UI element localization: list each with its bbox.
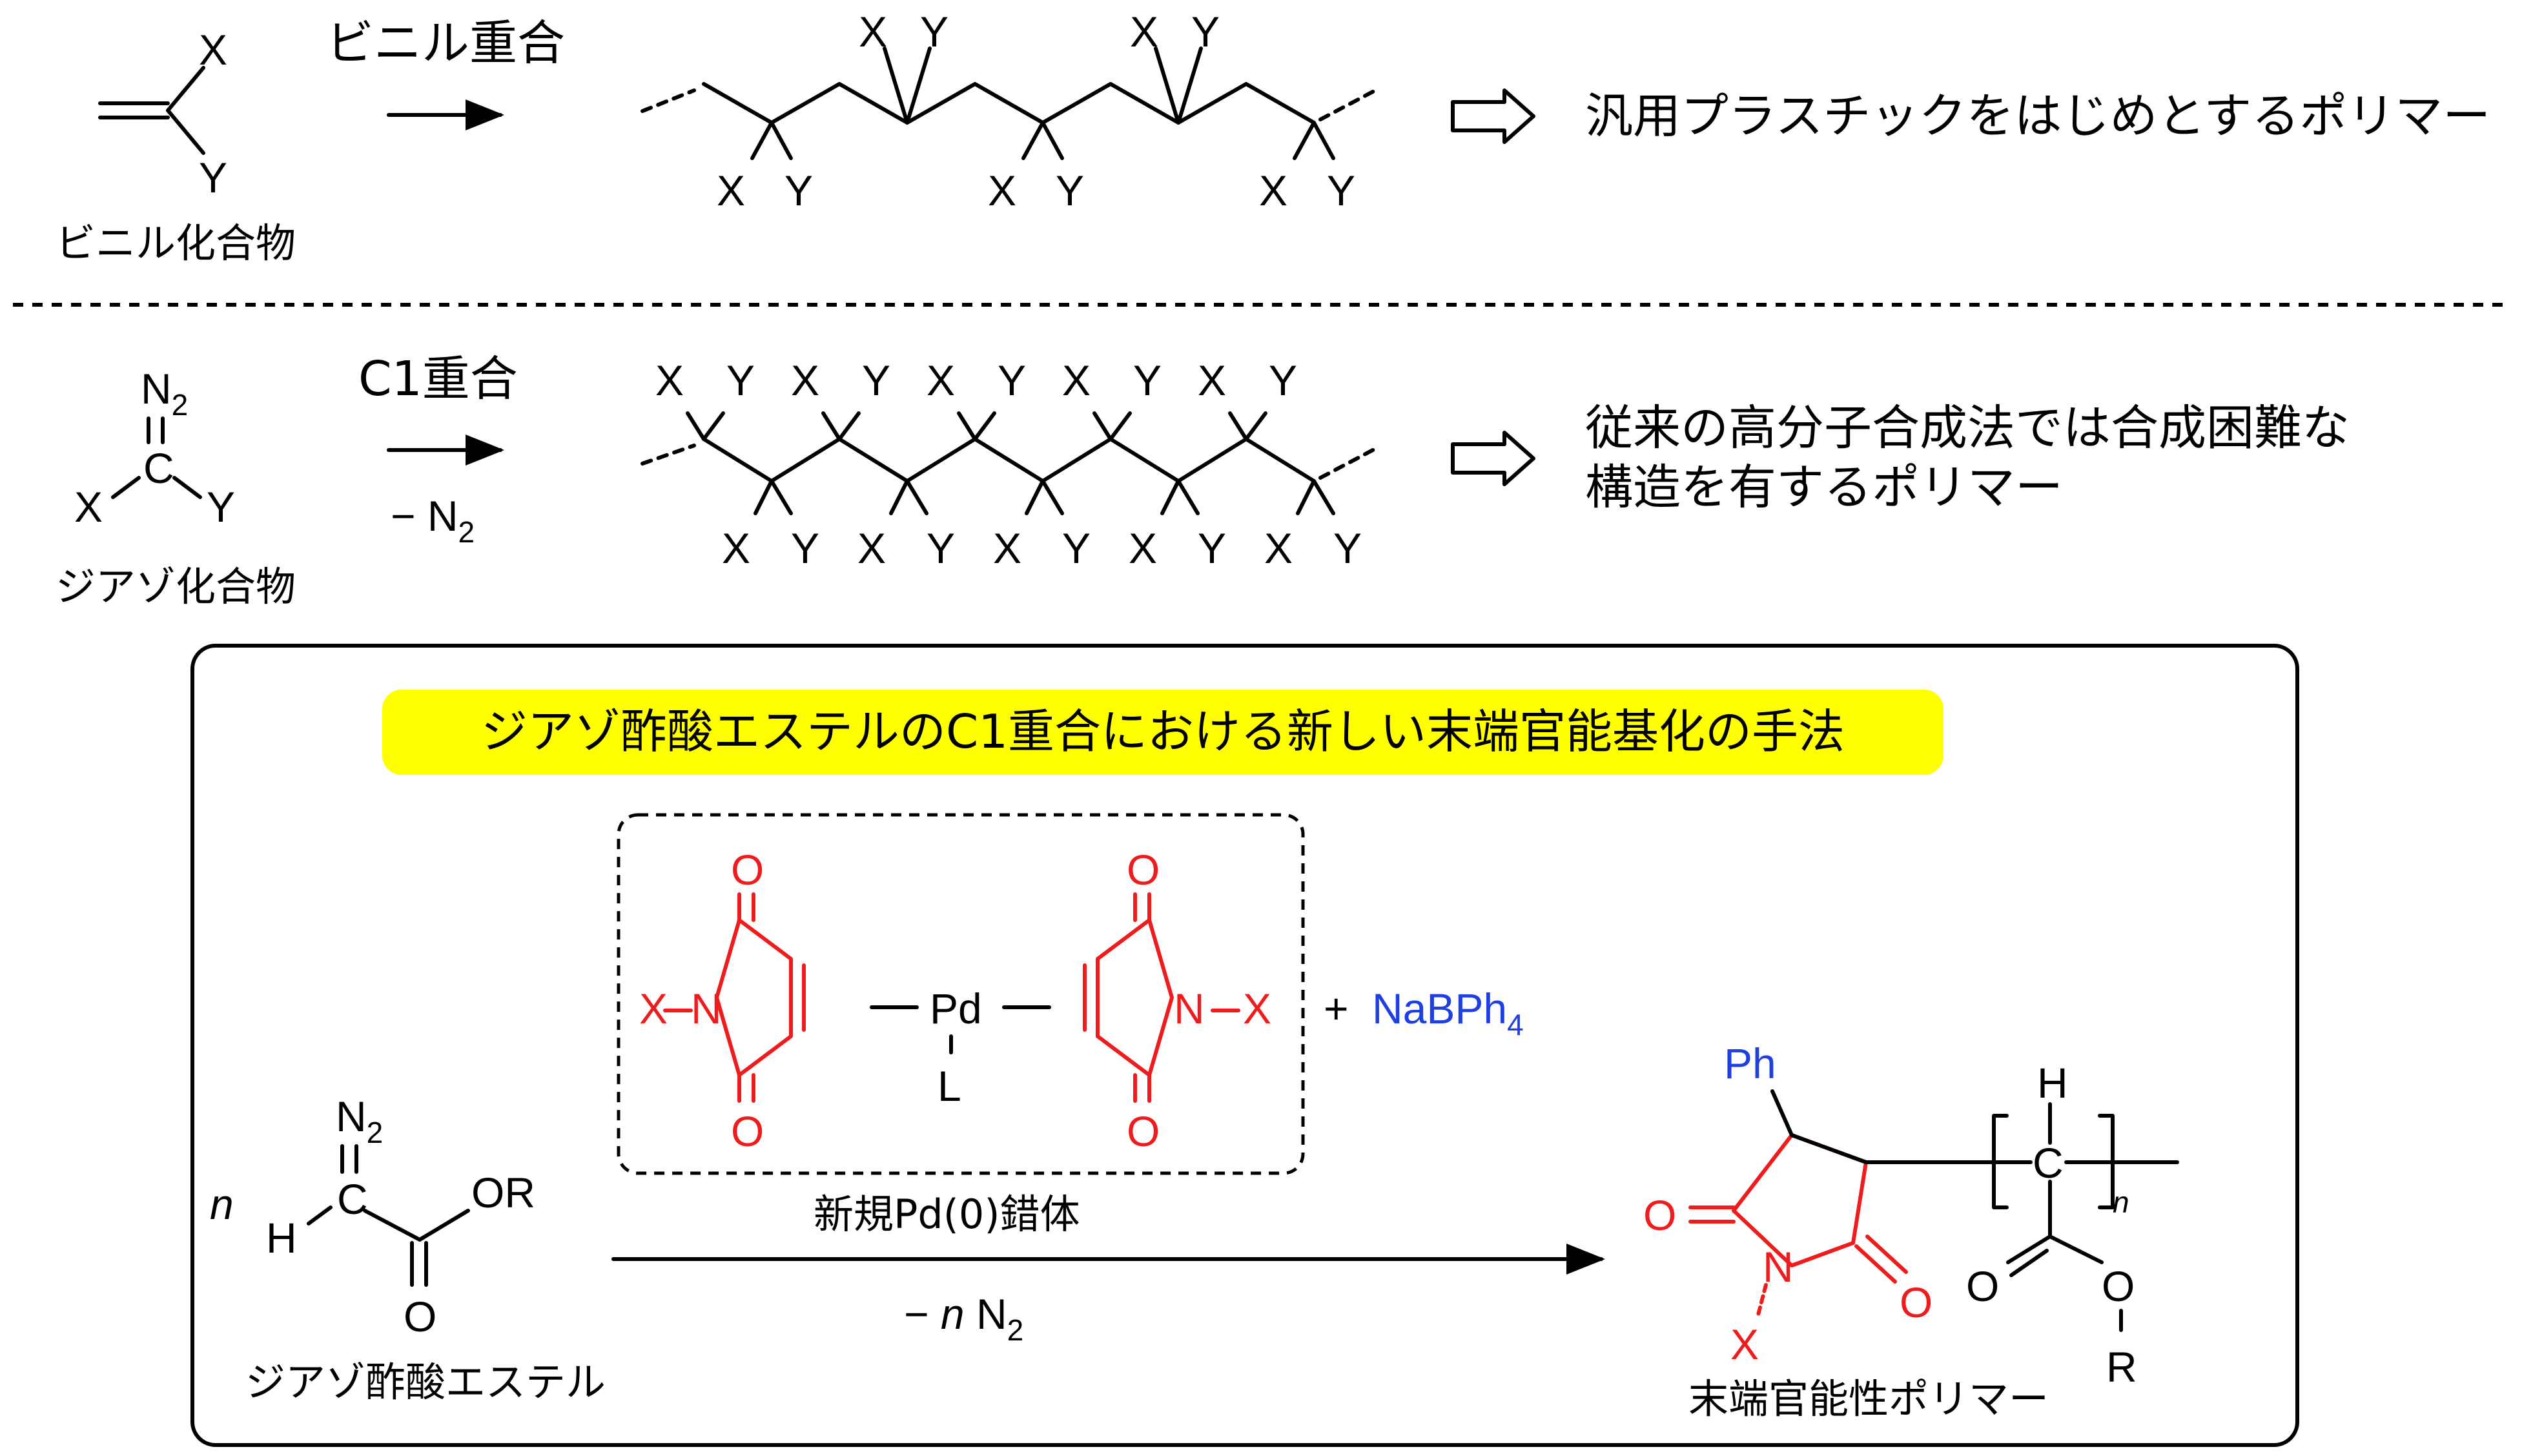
product-o-right: O <box>1900 1278 1933 1326</box>
diazo-n2-label: N2 <box>141 365 188 422</box>
right-maleimide-n: N <box>1174 985 1205 1032</box>
chain2-x-bottom-1: X <box>722 524 750 572</box>
diazo-compound-name: ジアゾ化合物 <box>56 563 296 610</box>
chain2-y-top-2: Y <box>862 356 890 404</box>
additive-nabph4: NaBPh4 <box>1372 985 1524 1041</box>
chain2-y-bottom-2: Y <box>927 524 955 572</box>
additive-plus: + <box>1324 985 1349 1032</box>
row1-result: 汎用プラスチックをはじめとするポリマー <box>1451 88 2490 144</box>
chain1-y-bottom-3: Y <box>1327 167 1355 214</box>
chain2-y-top-5: Y <box>1269 356 1297 404</box>
chain1-x-bottom-2: X <box>988 167 1016 214</box>
row2-result: 従来の高分子合成法では合成困難な 構造を有するポリマー <box>1451 400 2350 515</box>
chain2-x-bottom-5: X <box>1264 524 1293 572</box>
product-c-label: C <box>2033 1139 2064 1187</box>
chain2-x-top-4: X <box>1062 356 1091 404</box>
vinyl-y-label: Y <box>199 154 227 201</box>
left-maleimide-x: X <box>639 985 668 1032</box>
row1-result-text: 汎用プラスチックをはじめとするポリマー <box>1585 88 2490 144</box>
product-r-label: R <box>2106 1343 2137 1391</box>
diazo-c-label: C <box>143 444 174 492</box>
vinyl-arrow-label: ビニル重合 <box>326 15 565 71</box>
chain1-x-bottom-3: X <box>1259 167 1287 214</box>
chain2-x-top-3: X <box>927 356 955 404</box>
product-ester-o: O <box>2102 1262 2135 1310</box>
chain2-y-bottom-4: Y <box>1198 524 1226 572</box>
right-maleimide-o-top: O <box>1127 846 1160 894</box>
chain2-x-top-2: X <box>791 356 819 404</box>
chain2-x-top-5: X <box>1198 356 1226 404</box>
chain2-y-bottom-5: Y <box>1333 524 1362 572</box>
chain1-x-top-1: X <box>859 8 887 56</box>
catalyst-dashed-box <box>617 813 1305 1175</box>
catalyst-name: 新規Pd(0)錯体 <box>814 1191 1080 1238</box>
product-structure: Ph O O N X C H n O O R 末端官能性ポリマー <box>1643 1040 2179 1422</box>
left-maleimide-n: N <box>691 985 722 1032</box>
ligand-l-label: L <box>938 1062 961 1110</box>
product-o-left: O <box>1643 1191 1676 1239</box>
row2-result-line2: 構造を有するポリマー <box>1585 460 2063 515</box>
c1-arrow-sublabel: − N2 <box>391 492 475 549</box>
product-ester-o-double: O <box>1966 1262 1999 1310</box>
reactant-n-label: n <box>210 1180 234 1228</box>
method-box <box>190 644 2299 1447</box>
product-repeat-n: n <box>2113 1185 2129 1219</box>
vinyl-polymer-chain: X Y X Y X Y X Y X Y <box>641 8 1377 214</box>
row2-result-line1: 従来の高分子合成法では合成困難な <box>1585 400 2350 456</box>
reactant-c-label: C <box>337 1175 368 1223</box>
chain1-y-top-2: Y <box>1191 8 1220 56</box>
chain1-y-bottom-1: Y <box>784 167 813 214</box>
product-x-label: X <box>1730 1320 1759 1368</box>
right-maleimide-o-bottom: O <box>1127 1107 1160 1155</box>
chain1-x-top-2: X <box>1130 8 1158 56</box>
diazo-monomer: N2 C X Y ジアゾ化合物 <box>56 365 296 610</box>
chain1-y-top-1: Y <box>920 8 948 56</box>
product-ph-label: Ph <box>1724 1040 1776 1087</box>
diazo-y-label: Y <box>207 483 235 531</box>
chain2-x-bottom-3: X <box>993 524 1021 572</box>
right-maleimide-x: X <box>1243 985 1271 1032</box>
left-maleimide-o-bottom: O <box>731 1107 764 1155</box>
left-maleimide-o-top: O <box>731 846 764 894</box>
pd-label: Pd <box>930 985 982 1032</box>
reactant-name: ジアゾ酢酸エステル <box>245 1359 606 1406</box>
chain2-x-top-1: X <box>655 356 684 404</box>
chain1-x-bottom-1: X <box>717 167 745 214</box>
vinyl-monomer: X Y ビニル化合物 <box>56 26 296 267</box>
diazo-x-label: X <box>74 483 103 531</box>
product-name: 末端官能性ポリマー <box>1688 1375 2049 1422</box>
reactant-h-label: H <box>266 1214 297 1262</box>
chain2-y-bottom-1: Y <box>791 524 819 572</box>
chain2-y-bottom-3: Y <box>1062 524 1091 572</box>
product-n-label: N <box>1763 1243 1794 1291</box>
method-title: ジアゾ酢酸エステルのC1重合における新しい末端官能基化の手法 <box>481 704 1845 759</box>
chain2-y-top-4: Y <box>1133 356 1162 404</box>
chain1-y-bottom-2: Y <box>1056 167 1084 214</box>
vinyl-polymerization-arrow: ビニル重合 <box>326 15 565 130</box>
reactant-o-label: O <box>404 1293 436 1340</box>
pd-complex-structure: O O N X Pd L O O N X <box>639 846 1271 1155</box>
vinyl-x-label: X <box>199 26 227 74</box>
arrow-below-label: − n N2 <box>904 1290 1023 1347</box>
title-highlight <box>382 690 1943 775</box>
chain2-y-top-1: Y <box>726 356 755 404</box>
c1-polymer-chain: X Y X Y X Y X Y X Y X Y X Y X Y X Y X Y <box>641 356 1377 572</box>
hollow-arrow-icon <box>1451 88 1535 144</box>
c1-arrow-label: C1重合 <box>358 351 518 407</box>
reactant-n2-label: N2 <box>336 1092 383 1149</box>
chain2-x-bottom-2: X <box>857 524 886 572</box>
vinyl-compound-name: ビニル化合物 <box>56 220 296 267</box>
diazoacetate-structure: n N2 C H OR O ジアゾ酢酸エステル <box>210 1092 606 1406</box>
reactant-or-label: OR <box>471 1169 535 1216</box>
c1-polymerization-arrow: C1重合 − N2 <box>358 351 518 549</box>
chain2-y-top-3: Y <box>998 356 1026 404</box>
product-h-label: H <box>2037 1059 2068 1107</box>
chain2-x-bottom-4: X <box>1129 524 1157 572</box>
hollow-arrow-icon <box>1451 431 1535 486</box>
